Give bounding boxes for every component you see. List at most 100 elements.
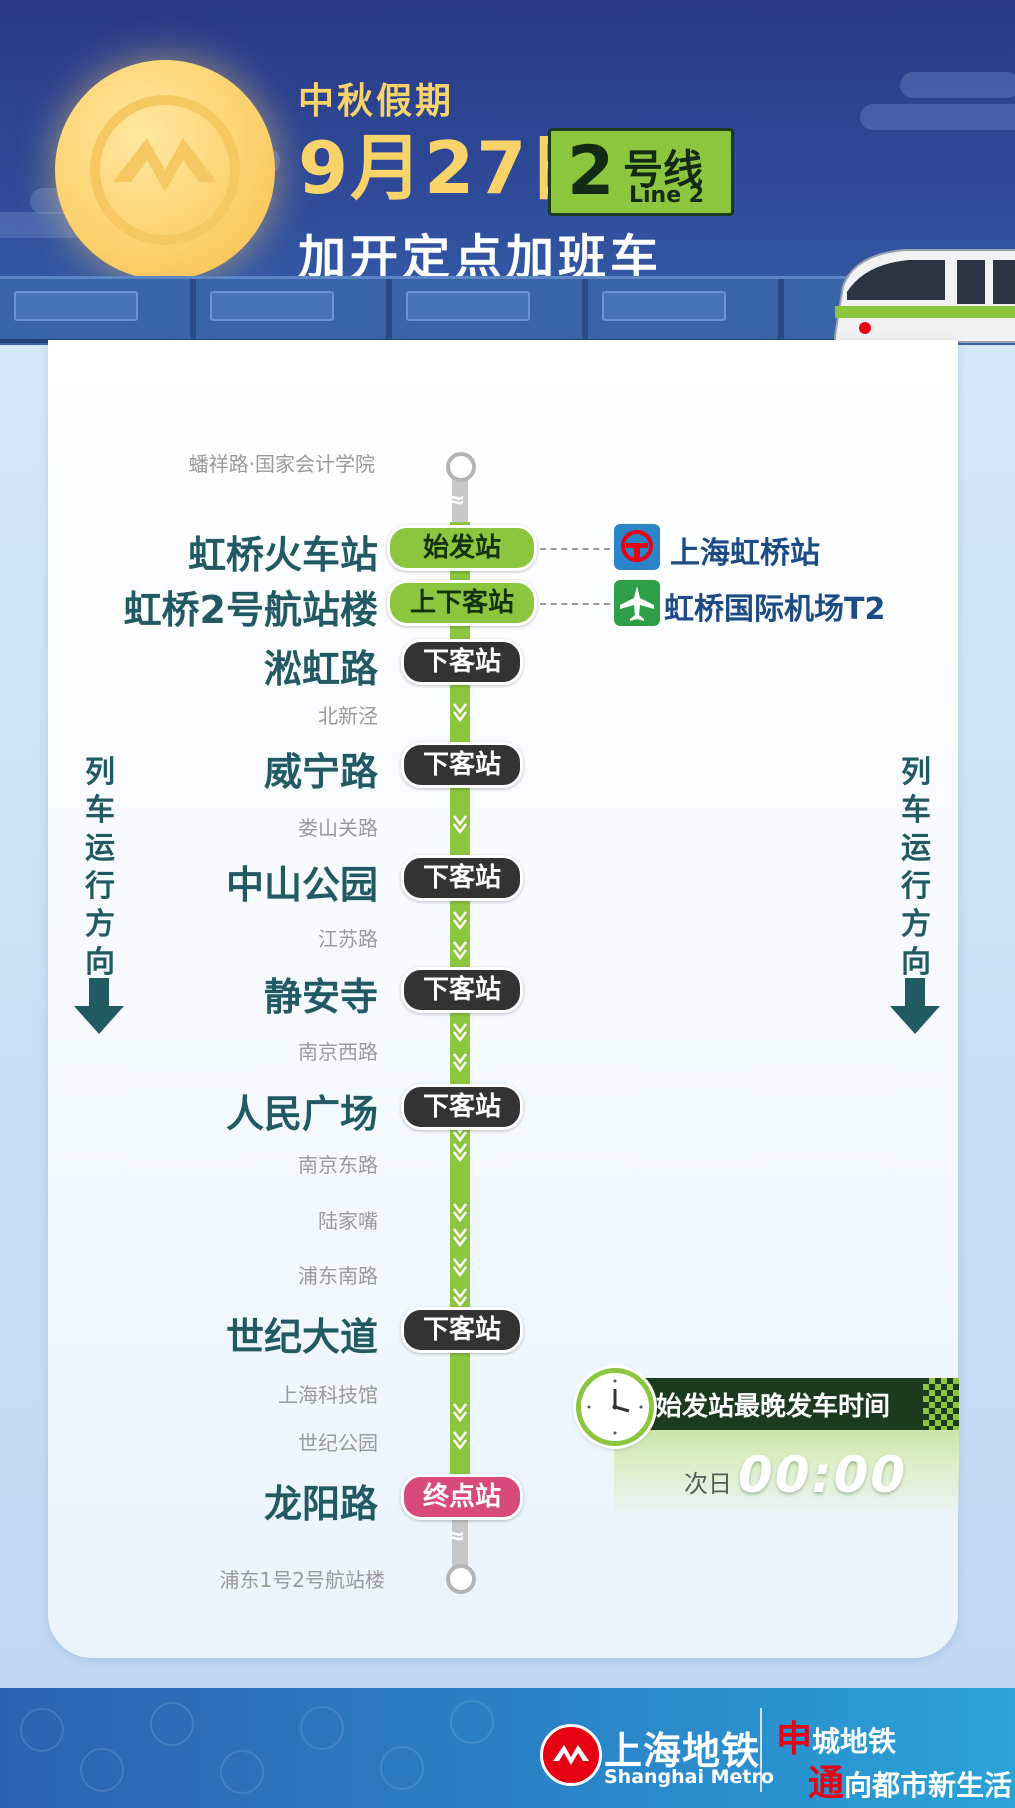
header-subtitle: 中秋假期 bbox=[298, 81, 455, 122]
station-badge: 下客站 bbox=[401, 1307, 523, 1353]
station-name: 浦东南路 bbox=[298, 1264, 378, 1288]
direction-char: 运 bbox=[901, 831, 931, 866]
down-arrow-icon bbox=[890, 978, 940, 1034]
train-head-icon bbox=[834, 249, 1015, 343]
transfer-hongqiao-station: 上海虹桥站 bbox=[670, 536, 820, 571]
chevron-down-icon bbox=[453, 1403, 467, 1423]
direction-char: 列 bbox=[85, 755, 115, 790]
chevron-down-icon bbox=[453, 1053, 467, 1073]
metro-logo-icon bbox=[90, 95, 240, 245]
direction-char: 向 bbox=[85, 945, 115, 980]
chevron-down-icon bbox=[453, 1228, 467, 1248]
chevron-down-icon bbox=[453, 1203, 467, 1223]
direction-char: 行 bbox=[85, 869, 115, 904]
station-badge: 上下客站 bbox=[387, 580, 537, 626]
route-end-node bbox=[446, 1564, 476, 1594]
slogan-line-2: 通向都市新生活 bbox=[808, 1754, 1012, 1806]
station-badge: 下客站 bbox=[401, 967, 523, 1013]
station-name: 陆家嘴 bbox=[318, 1209, 378, 1233]
chevron-down-icon bbox=[453, 703, 467, 723]
chevron-down-icon bbox=[453, 1258, 467, 1278]
station-badge: 下客站 bbox=[401, 855, 523, 901]
footer-divider bbox=[760, 1708, 762, 1792]
station-name: 世纪大道 bbox=[225, 1315, 378, 1359]
chevron-down-icon bbox=[453, 1023, 467, 1043]
moon-metro-logo bbox=[55, 60, 275, 280]
direction-char: 向 bbox=[901, 945, 931, 980]
slogan-red-char: 通 bbox=[808, 1762, 845, 1804]
carriage-window bbox=[210, 291, 334, 321]
station-badge: 始发站 bbox=[387, 525, 537, 571]
station-badge: 下客站 bbox=[401, 639, 523, 685]
direction-char: 车 bbox=[901, 793, 931, 828]
station-badge: 终点站 bbox=[401, 1474, 523, 1520]
cloud-decoration bbox=[900, 72, 1015, 98]
station-badge: 下客站 bbox=[401, 742, 523, 788]
cloud-decoration bbox=[860, 104, 1015, 130]
pattern-decoration bbox=[380, 1746, 424, 1790]
direction-char: 方 bbox=[85, 907, 115, 942]
pattern-decoration bbox=[20, 1708, 64, 1752]
chevron-down-icon bbox=[453, 941, 467, 961]
station-name: 龙阳路 bbox=[263, 1482, 378, 1526]
route-break-icon: ≈ bbox=[447, 1524, 466, 1549]
station-name: 上海科技馆 bbox=[278, 1383, 378, 1407]
station-name: 人民广场 bbox=[225, 1092, 378, 1136]
pattern-decoration bbox=[80, 1748, 124, 1792]
logo-text-cn: 上海地铁 bbox=[604, 1729, 761, 1773]
last-train-title: 始发站最晚发车时间 bbox=[656, 1392, 891, 1422]
station-name: 北新泾 bbox=[318, 704, 378, 728]
direction-char: 行 bbox=[901, 869, 931, 904]
station-name: 淞虹路 bbox=[263, 647, 378, 691]
slogan-red-char: 申 bbox=[776, 1718, 813, 1760]
line-label-en: Line 2 bbox=[629, 183, 705, 208]
line-2-badge: 2 号线 Line 2 bbox=[548, 128, 734, 216]
direction-label-left: 列车运行方向 bbox=[80, 754, 120, 982]
checker-decoration bbox=[923, 1378, 959, 1430]
header-banner: 中秋假期 9月27日 2 号线 Line 2 加开定点加班车 bbox=[0, 0, 1015, 345]
transfer-connector bbox=[540, 603, 610, 605]
shanghai-metro-logo bbox=[540, 1724, 602, 1786]
route-start-label: 蟠祥路·国家会计学院 bbox=[188, 452, 375, 476]
railway-icon bbox=[614, 524, 660, 570]
station-badge: 下客站 bbox=[401, 1084, 523, 1130]
route-end-label: 浦东1号2号航站楼 bbox=[219, 1568, 385, 1592]
down-arrow-icon bbox=[74, 978, 124, 1034]
slogan-text: 城地铁 bbox=[812, 1725, 897, 1758]
line-label-cn: 号线 bbox=[623, 147, 703, 193]
direction-char: 车 bbox=[85, 793, 115, 828]
route-start-node bbox=[446, 452, 476, 482]
clock-icon bbox=[576, 1368, 654, 1446]
chevron-down-icon bbox=[453, 1431, 467, 1451]
direction-label-right: 列车运行方向 bbox=[896, 754, 936, 982]
footer: 上海地铁 Shanghai Metro 申城地铁 通向都市新生活 bbox=[0, 1688, 1015, 1808]
station-name: 南京东路 bbox=[298, 1153, 378, 1177]
station-name: 江苏路 bbox=[318, 927, 378, 951]
transfer-connector bbox=[540, 548, 610, 550]
direction-char: 列 bbox=[901, 755, 931, 790]
direction-char: 方 bbox=[901, 907, 931, 942]
carriage-window bbox=[14, 291, 138, 321]
pattern-decoration bbox=[150, 1702, 194, 1746]
station-name: 静安寺 bbox=[263, 975, 378, 1019]
carriage-window bbox=[602, 291, 726, 321]
logo-text-en: Shanghai Metro bbox=[604, 1766, 774, 1788]
pattern-decoration bbox=[220, 1750, 264, 1794]
last-train-title-bar bbox=[614, 1378, 959, 1430]
chevron-down-icon bbox=[453, 911, 467, 931]
line-number: 2 bbox=[567, 132, 615, 211]
pattern-decoration bbox=[450, 1700, 494, 1744]
station-name: 中山公园 bbox=[225, 863, 378, 907]
route-break-icon: ≈ bbox=[447, 488, 466, 513]
last-train-time: 00:00 bbox=[738, 1446, 908, 1504]
station-name: 世纪公园 bbox=[298, 1431, 378, 1455]
chevron-down-icon bbox=[453, 815, 467, 835]
station-name: 虹桥火车站 bbox=[187, 533, 378, 577]
airplane-icon bbox=[614, 580, 660, 626]
station-name: 南京西路 bbox=[298, 1040, 378, 1064]
last-train-prefix: 次日 bbox=[684, 1470, 732, 1498]
chevron-down-icon bbox=[453, 1143, 467, 1163]
chevron-down-icon bbox=[453, 1288, 467, 1308]
transfer-hongqiao-airport-t2: 虹桥国际机场T2 bbox=[664, 592, 886, 627]
pattern-decoration bbox=[300, 1706, 344, 1750]
